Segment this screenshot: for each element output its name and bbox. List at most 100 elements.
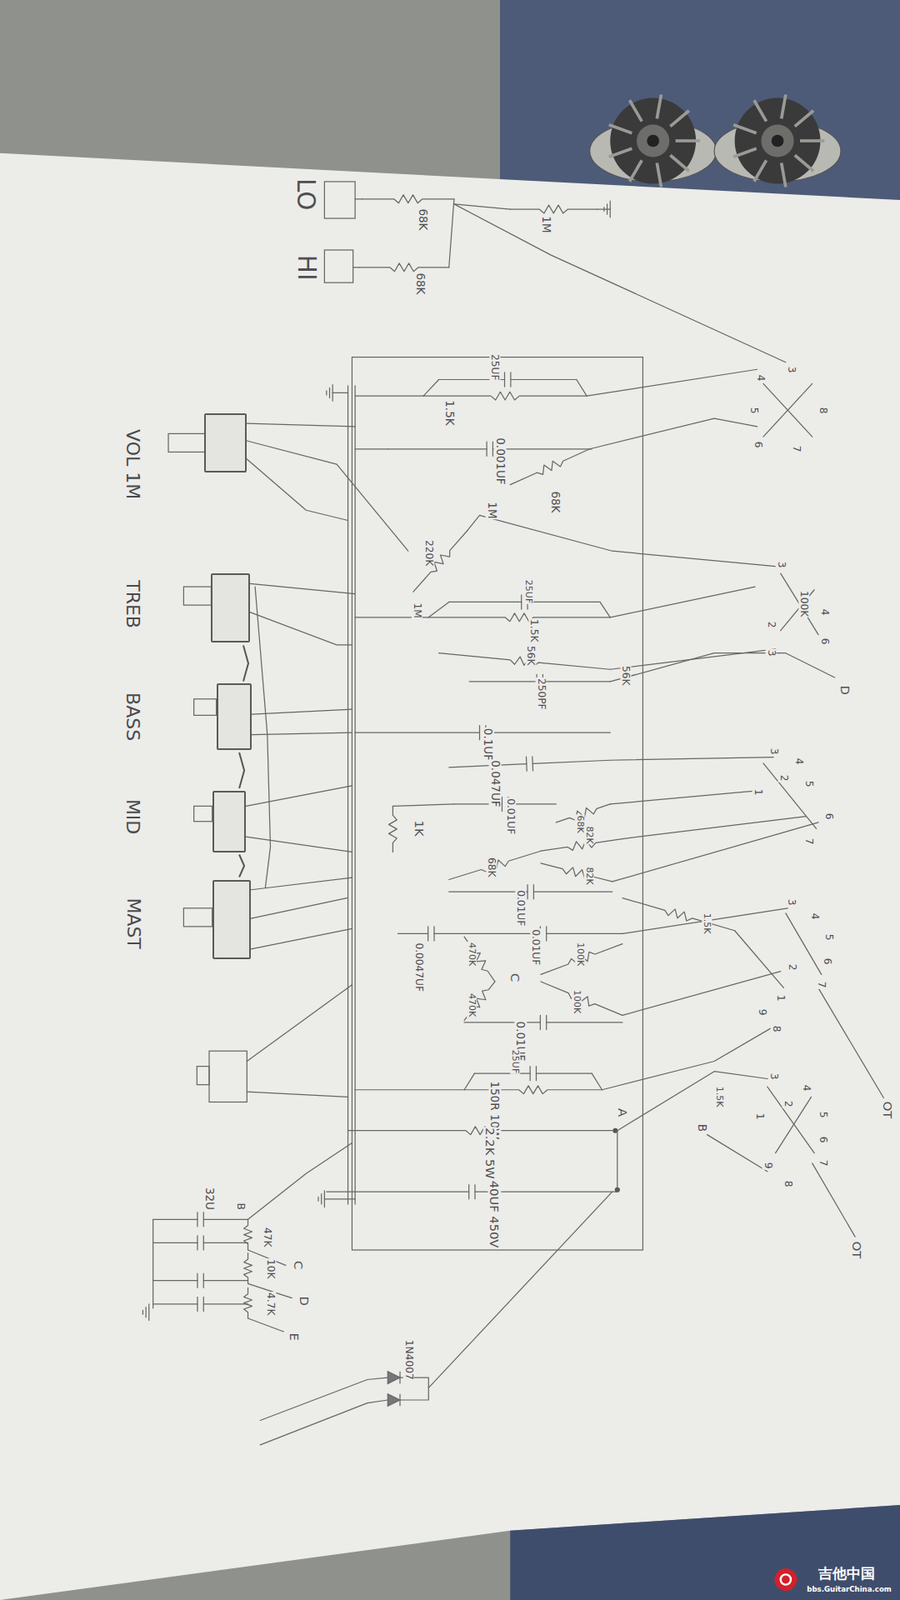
wire [251, 709, 352, 715]
wire [246, 440, 408, 551]
part-label: 220K [423, 539, 435, 567]
paper-sheet [0, 153, 900, 1600]
wire [610, 757, 774, 761]
wire [246, 459, 348, 520]
wire [248, 1142, 353, 1220]
part-label: 5 [747, 406, 759, 415]
watermark-logo [774, 1568, 797, 1591]
pot-shaft [196, 1066, 210, 1085]
part-label: 6 [820, 957, 832, 966]
tube-socket [646, 135, 660, 148]
socket-pin [656, 95, 661, 120]
wire [610, 790, 757, 805]
wire [616, 1130, 618, 1192]
capacitor-symbol [153, 1303, 249, 1305]
capacitor-symbol [474, 1073, 592, 1075]
part-label: 8 [781, 1180, 793, 1189]
capacitor-symbol [530, 1066, 536, 1081]
wire [428, 601, 449, 617]
wire [763, 763, 817, 829]
wire [612, 822, 819, 882]
wire [428, 1191, 612, 1388]
capacitor-symbol [197, 1296, 204, 1311]
wire [355, 448, 388, 450]
wire [347, 385, 349, 1205]
tube-socket [771, 135, 785, 148]
wire [586, 369, 757, 396]
capacitor-symbol [153, 1242, 249, 1244]
wire [816, 985, 885, 1099]
wire [600, 601, 610, 617]
part-label: 2 [781, 1100, 793, 1109]
part-label: D [297, 1295, 311, 1307]
capacitor-symbol [428, 926, 435, 941]
input-jack [324, 181, 355, 219]
part-label: 82K [584, 865, 595, 885]
socket-pin [781, 163, 786, 188]
part-label: 8 [770, 1025, 781, 1034]
socket-pin [675, 139, 700, 143]
pot-wire [243, 645, 249, 682]
wire [355, 395, 424, 396]
part-label: 2.2K 5W [482, 1126, 496, 1180]
resistor-symbol [464, 1085, 602, 1095]
wire [423, 380, 439, 397]
part-label: 68K [485, 856, 497, 879]
part-label: 6 [819, 636, 830, 645]
wire [260, 1377, 388, 1420]
ground-symbol [142, 1304, 149, 1321]
part-label: 1M [540, 215, 553, 234]
part-label: 7 [802, 836, 814, 845]
socket-pin [670, 110, 689, 127]
part-label: 3 [767, 747, 779, 756]
part-label: 1.5K [714, 1085, 725, 1109]
capacitor-symbol [469, 1185, 475, 1200]
capacitor-symbol [197, 1235, 204, 1250]
part-label: 0.047UF [489, 759, 502, 808]
resistor-symbol [413, 530, 468, 592]
part-label: E [287, 1332, 301, 1342]
socket-pin [609, 148, 633, 157]
part-label: 56K [525, 645, 536, 667]
wire [324, 1198, 355, 1200]
socket-pin [733, 148, 757, 157]
wire [591, 1073, 602, 1090]
pot-shaft [194, 805, 213, 821]
part-label: 470K [466, 992, 477, 1018]
wire [246, 1091, 348, 1097]
resistor-symbol [540, 863, 613, 882]
pot-shaft [183, 908, 212, 927]
turret-board [351, 357, 643, 1250]
capacitor-symbol [153, 1219, 249, 1220]
part-label: 5 [802, 780, 814, 789]
pot-control: MAST [120, 877, 254, 963]
capacitor-symbol [486, 441, 493, 456]
part-label: 47K [261, 1226, 273, 1249]
wire [400, 1377, 429, 1400]
wire [780, 590, 815, 631]
wire [785, 913, 822, 975]
pot-symbol [212, 880, 252, 960]
part-label: 3 [785, 898, 796, 907]
resistor-symbol [359, 263, 450, 272]
cloth [500, 0, 900, 205]
watermark: 吉他中国 [817, 1565, 876, 1582]
pot-control: VOL 1M [120, 410, 250, 503]
part-label: 1M [410, 601, 422, 619]
part-label: 4.7K [265, 1291, 276, 1316]
capacitor-symbol [449, 891, 613, 893]
socket-pin [795, 110, 814, 127]
part-label: A [615, 1107, 630, 1118]
input-jack [324, 250, 353, 283]
part-label: 1 [751, 788, 763, 797]
part-label: 0.1UF [481, 727, 495, 762]
capacitor-symbol [326, 1191, 618, 1193]
wire [610, 586, 755, 618]
capacitor-symbol [525, 756, 533, 771]
resistor-symbol [464, 981, 495, 1021]
part-label: OT [850, 1240, 864, 1260]
part-label: 7 [815, 980, 826, 990]
part-label: 100K [575, 941, 585, 967]
socket-pin [754, 160, 767, 181]
pot-symbol [209, 1050, 247, 1102]
